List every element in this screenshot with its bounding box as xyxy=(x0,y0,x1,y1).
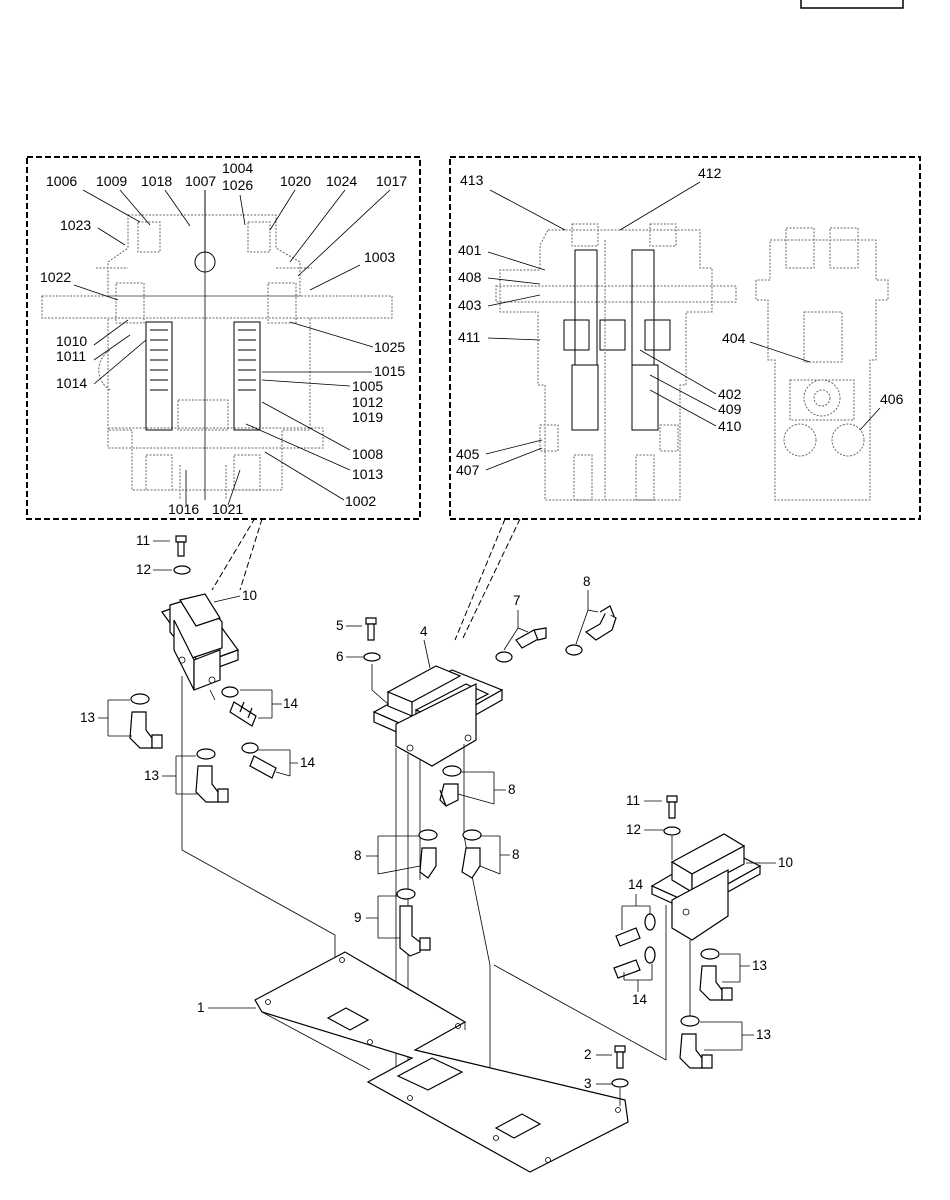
callout-5: 5 xyxy=(336,618,344,633)
callout-2: 2 xyxy=(584,1047,592,1062)
callout-13-left-b: 13 xyxy=(144,768,159,783)
fittings-right xyxy=(613,913,733,1069)
callout-1008: 1008 xyxy=(352,446,383,462)
callout-410: 410 xyxy=(718,418,742,434)
callout-408: 408 xyxy=(458,269,482,285)
callout-401: 401 xyxy=(458,242,482,258)
callout-8-mid: 8 xyxy=(508,782,516,797)
callout-11-right: 11 xyxy=(626,793,640,808)
callout-10-left: 10 xyxy=(242,588,257,603)
callout-10-right: 10 xyxy=(778,855,793,870)
callout-13-right-b: 13 xyxy=(756,1027,771,1042)
callout-4: 4 xyxy=(420,624,428,639)
callout-1017: 1017 xyxy=(376,173,407,189)
callout-9: 9 xyxy=(354,910,362,925)
callout-1024: 1024 xyxy=(326,173,357,189)
callout-13-left-a: 13 xyxy=(80,710,95,725)
detail-frame-left: 1006 1009 1018 1007 1004 1026 1020 1024 … xyxy=(26,156,421,591)
callout-1013: 1013 xyxy=(352,466,383,482)
callout-13-right-a: 13 xyxy=(752,958,767,973)
pilot-valve-section-left xyxy=(41,190,393,500)
fittings-left xyxy=(129,686,277,803)
pilot-valve-right xyxy=(493,795,762,1061)
callout-1023: 1023 xyxy=(60,217,91,233)
callout-1004: 1004 xyxy=(222,160,253,176)
callout-411: 411 xyxy=(458,329,481,345)
callout-1022: 1022 xyxy=(40,269,71,285)
callout-11-left: 11 xyxy=(136,533,150,548)
detail-frame-right: 413 412 401 408 403 411 404 402 409 410 … xyxy=(449,156,921,641)
fittings-center xyxy=(396,605,617,957)
callout-3: 3 xyxy=(584,1076,592,1091)
callout-1015: 1015 xyxy=(374,363,405,379)
callout-1010: 1010 xyxy=(56,333,87,349)
callout-8-left: 8 xyxy=(354,848,362,863)
callout-1020: 1020 xyxy=(280,173,311,189)
callout-14-left-b: 14 xyxy=(300,755,316,770)
callout-1003: 1003 xyxy=(364,249,395,265)
callout-14-right-b: 14 xyxy=(632,992,648,1007)
header-box xyxy=(800,0,904,9)
callout-1021: 1021 xyxy=(212,501,243,517)
callout-412: 412 xyxy=(698,165,722,181)
callout-1014: 1014 xyxy=(56,375,87,391)
callout-1011: 1011 xyxy=(56,348,86,364)
callout-406: 406 xyxy=(880,391,904,407)
main-callouts: 11 12 10 13 14 14 13 5 6 4 7 8 8 8 8 9 1… xyxy=(80,533,793,1091)
callout-1009: 1009 xyxy=(96,173,127,189)
callout-409: 409 xyxy=(718,401,742,417)
callout-1019: 1019 xyxy=(352,409,383,425)
callout-7: 7 xyxy=(513,593,521,608)
callout-6: 6 xyxy=(336,649,344,664)
callout-413: 413 xyxy=(460,172,484,188)
callout-404: 404 xyxy=(722,330,746,346)
callout-1025: 1025 xyxy=(374,339,405,355)
callout-405: 405 xyxy=(456,446,480,462)
callout-403: 403 xyxy=(458,297,482,313)
callout-14-left-a: 14 xyxy=(283,696,299,711)
callout-1006: 1006 xyxy=(46,173,77,189)
pilot-valve-section-right xyxy=(495,223,889,501)
callout-402: 402 xyxy=(718,386,742,402)
callout-1007: 1007 xyxy=(185,173,216,189)
callout-8-top: 8 xyxy=(583,574,591,589)
callout-1002: 1002 xyxy=(345,493,376,509)
callout-1012: 1012 xyxy=(352,394,383,410)
callout-1: 1 xyxy=(197,1000,205,1015)
pilot-valve-left xyxy=(161,535,336,1018)
callout-12-left: 12 xyxy=(136,562,151,577)
callout-1016: 1016 xyxy=(168,501,199,517)
pilot-valve-center xyxy=(363,617,504,1125)
callout-1026: 1026 xyxy=(222,177,253,193)
callout-12-right: 12 xyxy=(626,822,641,837)
callout-8-right: 8 xyxy=(512,847,520,862)
callout-1018: 1018 xyxy=(141,173,172,189)
callout-407: 407 xyxy=(456,462,480,478)
callout-1005: 1005 xyxy=(352,378,383,394)
floor-plate xyxy=(254,951,629,1173)
callout-14-right-a: 14 xyxy=(628,877,644,892)
